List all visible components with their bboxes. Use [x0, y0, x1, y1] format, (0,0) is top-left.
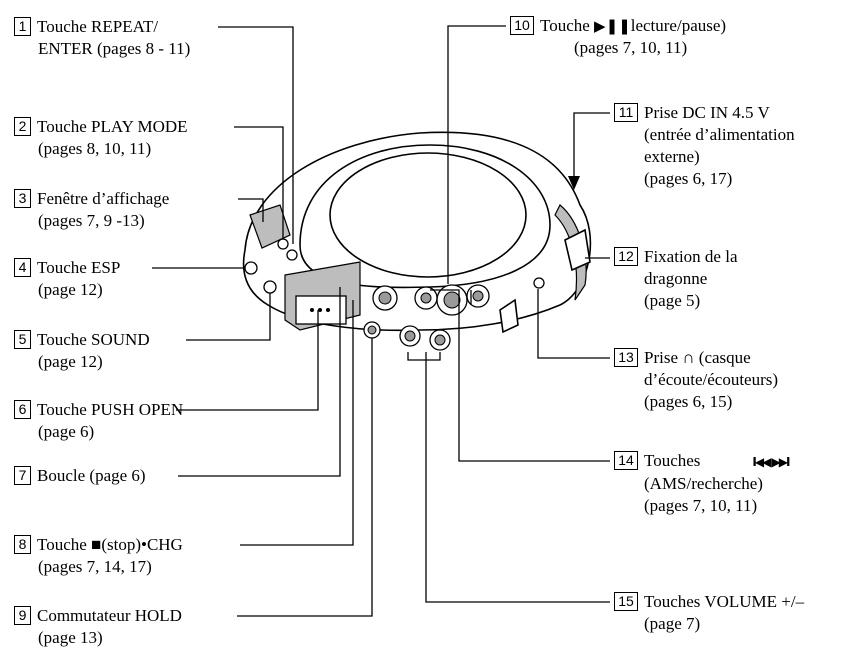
ams-search-icon: I◀◀ ▶▶I — [752, 451, 788, 473]
play-pause-icon: ▶❚❚ — [594, 17, 631, 35]
label-pages: (pages 7, 14, 17) — [14, 556, 183, 578]
label-pages: (page 6) — [14, 421, 183, 443]
callout-number: 11 — [614, 103, 638, 122]
callout-number: 9 — [14, 606, 31, 625]
label-volume-buttons: 15 Touches VOLUME +/– (page 7) — [614, 591, 804, 635]
label-stop-chg-button: 8 Touche ■(stop)•CHG (pages 7, 14, 17) — [14, 534, 183, 578]
label-pages: (pages 8, 10, 11) — [14, 138, 188, 160]
label-ams-search-buttons: 14 Touches I◀◀ ▶▶I (AMS/recherche) (pages … — [614, 450, 788, 517]
label-sound-button: 5 Touche SOUND (page 12) — [14, 329, 150, 373]
label-repeat-enter-button: 1 Touche REPEAT/ ENTER (pages 8 - 11) — [14, 16, 190, 60]
label-hold-switch: 9 Commutateur HOLD (page 13) — [14, 605, 182, 649]
label-pages: (pages 6, 17) — [614, 168, 795, 190]
label-text: Touches VOLUME +/– — [644, 592, 804, 611]
callout-number: 15 — [614, 592, 638, 611]
label-play-mode-button: 2 Touche PLAY MODE (pages 8, 10, 11) — [14, 116, 188, 160]
label-text: Boucle (page 6) — [37, 466, 146, 485]
label-esp-button: 4 Touche ESP (page 12) — [14, 257, 120, 301]
stop-icon: ■ — [91, 535, 101, 554]
label-text: lecture/pause) — [631, 16, 726, 35]
label-text: dragonne — [614, 268, 737, 290]
callout-number: 14 — [614, 451, 638, 470]
callout-number: 8 — [14, 535, 31, 554]
callout-number: 2 — [14, 117, 31, 136]
headphone-icon: ∩ — [682, 348, 694, 367]
label-pages: (pages 7, 10, 11) — [510, 37, 726, 59]
callout-number: 6 — [14, 400, 31, 419]
label-pages: (pages 7, 9 -13) — [14, 210, 169, 232]
callout-number: 12 — [614, 247, 638, 266]
label-push-open-button: 6 Touche PUSH OPEN (page 6) — [14, 399, 183, 443]
label-pages: (pages 6, 15) — [614, 391, 778, 413]
callout-number: 1 — [14, 17, 31, 36]
label-text: Touche — [37, 535, 91, 554]
label-text: d’écoute/écouteurs) — [614, 369, 778, 391]
label-play-pause-button: 10 Touche ▶❚❚lecture/pause) (pages 7, 10,… — [510, 15, 726, 59]
callout-number: 3 — [14, 189, 31, 208]
label-pages: ENTER (pages 8 - 11) — [14, 38, 190, 60]
label-text: Touche ESP — [37, 258, 120, 277]
label-pages: (page 13) — [14, 627, 182, 649]
label-text: Prise DC IN 4.5 V — [644, 103, 770, 122]
label-text: Touches — [644, 451, 700, 470]
label-text: Fixation de la — [644, 247, 737, 266]
label-text: Prise — [644, 348, 682, 367]
label-text: (entrée d’alimentation — [614, 124, 795, 146]
label-dc-in-jack: 11 Prise DC IN 4.5 V (entrée d’alimentati… — [614, 102, 795, 190]
label-text: (AMS/recherche) — [614, 473, 788, 495]
label-pages: (page 7) — [614, 613, 804, 635]
label-pages: (page 5) — [614, 290, 737, 312]
callout-number: 10 — [510, 16, 534, 35]
label-display-window: 3 Fenêtre d’affichage (pages 7, 9 -13) — [14, 188, 169, 232]
label-strap-hook: 12 Fixation de la dragonne (page 5) — [614, 246, 737, 312]
label-pages: (page 12) — [14, 351, 150, 373]
label-text: Touche — [540, 16, 594, 35]
callout-number: 4 — [14, 258, 31, 277]
callout-number: 7 — [14, 466, 31, 485]
label-pages: (pages 7, 10, 11) — [614, 495, 788, 517]
label-text: (stop)•CHG — [101, 535, 183, 554]
label-loop: 7 Boucle (page 6) — [14, 465, 146, 487]
callout-number: 5 — [14, 330, 31, 349]
label-text: Touche SOUND — [37, 330, 150, 349]
label-headphone-jack: 13 Prise ∩ (casque d’écoute/écouteurs) (p… — [614, 347, 778, 413]
label-text: Commutateur HOLD — [37, 606, 182, 625]
label-text: Touche PUSH OPEN — [37, 400, 183, 419]
label-text: (casque — [695, 348, 751, 367]
label-text: Touche REPEAT/ — [37, 17, 158, 36]
label-pages: (page 12) — [14, 279, 120, 301]
label-text: Fenêtre d’affichage — [37, 189, 169, 208]
label-text: externe) — [614, 146, 795, 168]
label-text: Touche PLAY MODE — [37, 117, 188, 136]
callout-number: 13 — [614, 348, 638, 367]
